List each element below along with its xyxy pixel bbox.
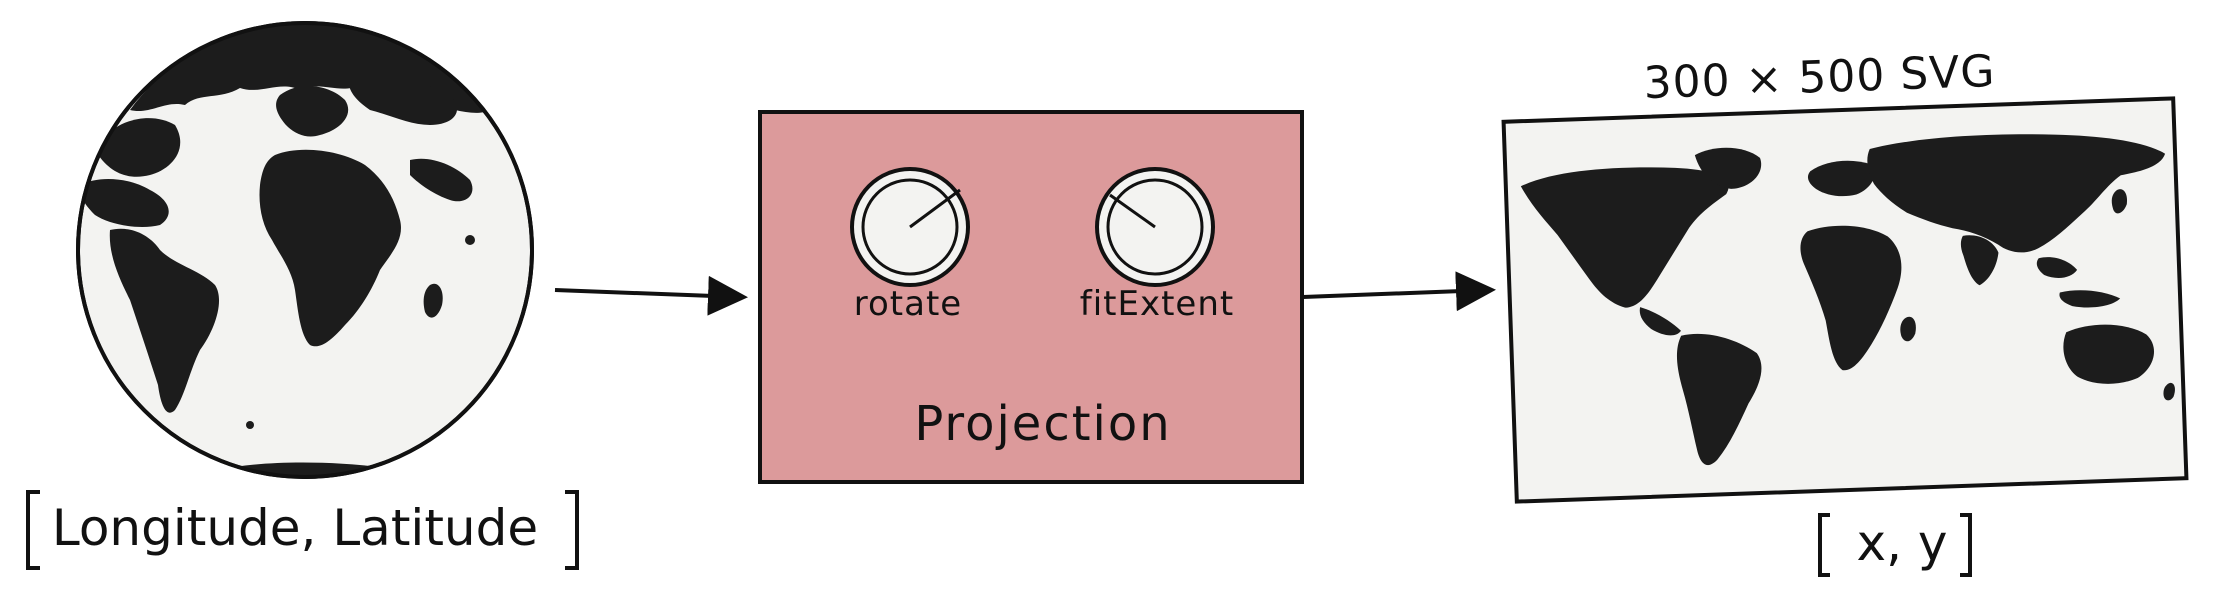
knob-icon — [1095, 167, 1215, 287]
output-label-text: x, y — [1857, 514, 1948, 572]
left-bracket — [1818, 513, 1830, 577]
rotate-knob-label: rotate — [854, 284, 962, 324]
arrow-to-projection — [554, 275, 748, 316]
right-bracket — [565, 490, 579, 570]
right-bracket — [1960, 513, 1972, 577]
input-coordinate-label: Longitude, Latitude — [26, 490, 579, 570]
output-coordinate-label: x, y — [1818, 513, 1972, 577]
fitextent-knob-label: fitExtent — [1080, 284, 1234, 324]
left-bracket — [26, 490, 40, 570]
input-label-text: Longitude, Latitude — [52, 499, 538, 557]
knob-icon — [850, 167, 970, 287]
projection-title: Projection — [914, 396, 1171, 452]
world-map-icon — [1501, 96, 2189, 504]
globe-icon — [76, 21, 534, 479]
projection-box: rotate fitExtent Projection — [758, 110, 1304, 484]
svg-size-caption: 300 × 500 SVG — [1643, 46, 1996, 109]
arrow-to-map — [1302, 271, 1496, 312]
